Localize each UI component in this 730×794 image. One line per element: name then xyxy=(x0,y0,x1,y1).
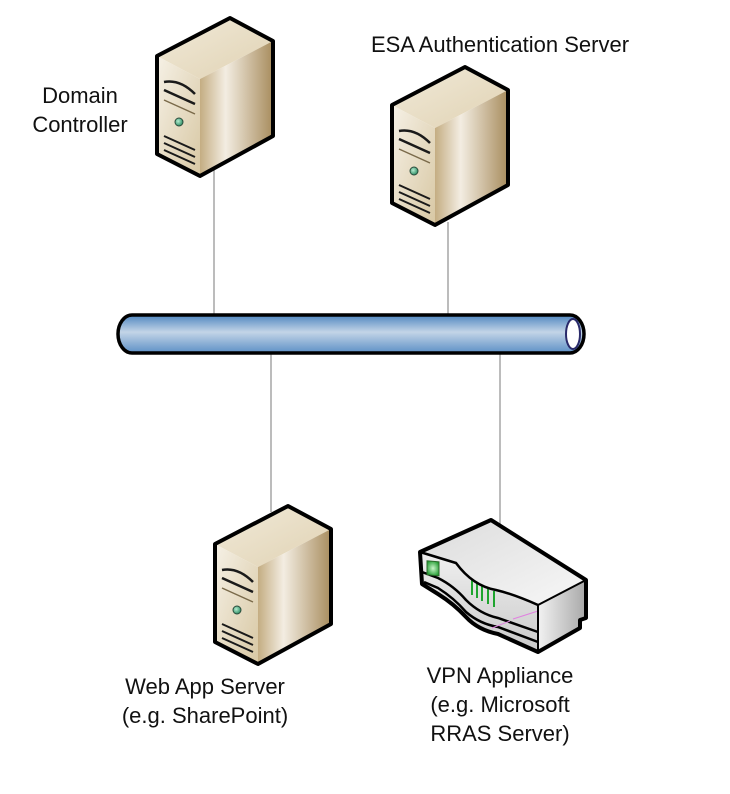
label-line: Web App Server xyxy=(125,674,285,699)
label-line: (e.g. Microsoft xyxy=(430,692,570,717)
server-icon-domain-controller[interactable] xyxy=(155,16,275,178)
label-line: Domain xyxy=(42,83,118,108)
server-icon-esa-auth-server[interactable] xyxy=(390,65,510,227)
network-bus xyxy=(116,313,586,355)
label-line: ESA Authentication Server xyxy=(370,32,630,57)
bus-end-cap xyxy=(565,318,581,350)
label-domain-controller: Domain Controller xyxy=(20,81,140,139)
server-icon-web-app-server[interactable] xyxy=(213,504,333,666)
label-line: (e.g. SharePoint) xyxy=(121,703,289,728)
vpn-port-lights xyxy=(471,580,495,607)
label-esa-auth-server: ESA Authentication Server xyxy=(345,30,655,59)
label-vpn-appliance: VPN Appliance (e.g. Microsoft RRAS Serve… xyxy=(400,661,600,748)
vpn-appliance-icon[interactable] xyxy=(418,518,588,654)
vpn-status-led xyxy=(426,560,440,577)
label-line: Controller xyxy=(32,112,128,137)
label-line: VPN Appliance xyxy=(426,663,574,688)
label-line: RRAS Server) xyxy=(430,721,570,746)
label-web-app-server: Web App Server (e.g. SharePoint) xyxy=(100,672,310,730)
